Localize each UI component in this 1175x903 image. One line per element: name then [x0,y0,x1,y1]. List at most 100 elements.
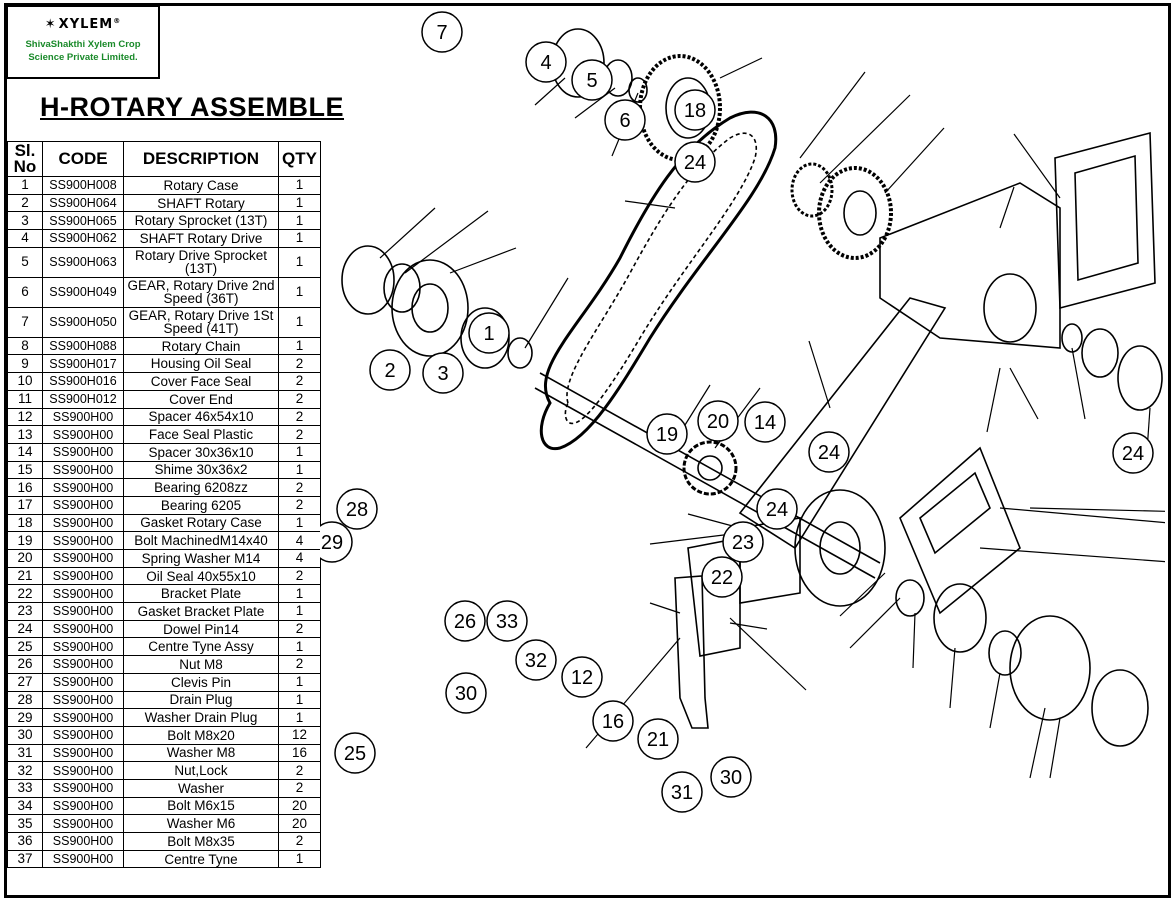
cell-description: Bolt M6x15 [123,796,279,816]
callout-circle [674,89,716,131]
cell-qty: 16 [278,743,321,763]
cell-description: Drain Plug [123,690,279,710]
cell-qty: 1 [278,276,321,308]
callout-number: 32 [525,650,547,672]
cell-sl: 10 [7,372,43,391]
callout-balloon: 7 [421,11,463,53]
cell-code: SS900H00 [42,832,124,851]
cell-qty: 20 [278,814,321,833]
cell-qty: 12 [278,725,321,745]
chain-inner-part [564,132,757,425]
callout-balloon: 24 [756,488,798,530]
cell-description: Gasket Rotary Case [123,513,279,533]
centre-tyne-part [674,575,709,729]
callout-circle [1112,432,1154,474]
cell-description: Housing Oil Seal [123,354,279,374]
housing-oil-seal-bore-part [411,283,449,333]
callout-circle [444,600,486,642]
cell-sl: 8 [7,336,43,356]
cell-qty: 2 [278,778,321,798]
rotary-shaft-part [534,372,881,579]
exploded-assembly-drawing: 1234567891011121213141516171819202122232… [320,11,1165,813]
callout-balloon: 29 [320,521,353,563]
gear-36t-part [817,166,893,260]
cell-qty: 1 [278,246,321,278]
cell-sl: 27 [7,672,43,692]
cell-sl: 36 [7,832,43,851]
callout-balloon: 24 [808,431,850,473]
header-qty: QTY [278,141,321,177]
cell-code: SS900H00 [42,566,124,586]
spacer-bottom-part [895,579,925,617]
cell-code: SS900H00 [42,796,124,816]
cell-description: Face Seal Plastic [123,425,279,444]
callout-balloon: 33 [486,600,528,642]
cell-qty: 2 [278,425,321,444]
cell-sl: 32 [7,761,43,780]
callout-circle [756,488,798,530]
callout-circle [674,141,716,183]
cell-sl: 31 [7,743,43,763]
company-logo: ✶XYLEM® ShivaShakthi Xylem Crop Science … [6,5,160,79]
cell-code: SS900H088 [42,336,124,356]
rotary-case-arm-part [738,297,947,550]
callout-number: 16 [602,711,624,733]
cell-code: SS900H00 [42,761,124,780]
callout-number: 5 [586,70,597,92]
cell-sl: 34 [7,796,43,816]
cell-description: Bolt M8x35 [123,832,279,851]
cell-sl: 26 [7,655,43,674]
callout-balloon: 16 [592,700,634,742]
cell-sl: 16 [7,478,43,497]
cell-description: Nut M8 [123,655,279,674]
bracket-plate-part [899,446,1021,615]
callout-circle [445,672,487,714]
cell-sl: 9 [7,354,43,374]
callout-circle [486,600,528,642]
cell-code: SS900H065 [42,211,124,231]
cell-qty: 2 [278,832,321,851]
lower-case-flange-part [794,489,886,607]
cell-description: Oil Seal 40x55x10 [123,566,279,586]
cell-code: SS900H050 [42,306,124,338]
cell-sl: 15 [7,460,43,480]
header-description: DESCRIPTION [123,141,279,177]
cell-qty: 1 [278,513,321,533]
cell-description: Centre Tyne [123,849,279,869]
callout-balloon: 23 [722,521,764,563]
callout-number: 22 [711,567,733,589]
cell-sl: 29 [7,708,43,727]
cell-qty: 2 [278,354,321,374]
callout-balloon: 6 [604,99,646,141]
cover-face-seal-part [341,245,395,315]
page-title: H-ROTARY ASSEMBLE [40,92,345,122]
callout-number: 7 [436,22,447,44]
cell-qty: 1 [278,193,321,213]
cell-qty: 4 [278,549,321,568]
callout-number: 24 [1122,443,1144,465]
cell-code: SS900H016 [42,372,124,391]
cell-sl: 37 [7,849,43,869]
cell-description: Washer M6 [123,814,279,833]
callout-number: 31 [671,782,693,804]
cell-code: SS900H049 [42,276,124,308]
cell-code: SS900H017 [42,354,124,374]
callout-circle [421,11,463,53]
cell-sl: 7 [7,306,43,338]
callout-balloon: 5 [571,59,613,101]
cell-description: Bracket Plate [123,584,279,604]
cell-sl: 35 [7,814,43,833]
callout-balloon: 2 [369,349,411,391]
